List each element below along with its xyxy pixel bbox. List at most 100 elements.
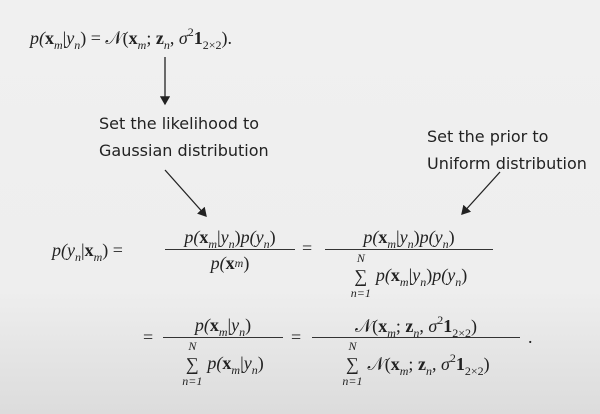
math-token: n xyxy=(407,237,414,251)
math-token: m xyxy=(54,38,63,52)
math-token: | xyxy=(240,353,244,373)
math-token: | xyxy=(81,240,85,260)
fraction-bar xyxy=(312,337,520,338)
math-token: n xyxy=(239,325,246,339)
math-token: | xyxy=(62,28,67,48)
sum-symbol: ∑ xyxy=(346,354,359,374)
math-token: y xyxy=(243,353,252,373)
sum-symbol: ∑ xyxy=(354,266,368,286)
math-token: n xyxy=(442,237,449,251)
math-token: m xyxy=(399,275,409,289)
math-token: 2 xyxy=(449,350,456,365)
math-token: n xyxy=(413,326,420,340)
math-token: p( xyxy=(419,227,435,247)
math-token: y xyxy=(220,227,229,247)
math-token: , xyxy=(431,353,441,374)
math-token: | xyxy=(396,227,400,247)
likelihood-arrow-icon xyxy=(164,169,207,217)
math-token: p( xyxy=(210,253,226,273)
fraction-bar xyxy=(165,249,295,250)
math-token: y xyxy=(66,28,75,48)
math-token: n xyxy=(425,363,432,378)
math-token: x xyxy=(390,265,400,285)
math-token: m xyxy=(208,237,218,251)
math-token: ) xyxy=(269,227,276,247)
prior-arrow-icon xyxy=(461,171,501,215)
denominator: N∑n=1 p(xm|yn) xyxy=(182,340,263,388)
math-token: | xyxy=(408,265,413,285)
annotation-line: Gaussian distribution xyxy=(99,141,269,160)
likelihood-equation: p(xm|yn) = 𝒩(xm; zn, σ212×2). xyxy=(30,26,232,51)
math-token: n xyxy=(420,275,427,289)
math-token: ) xyxy=(234,227,241,247)
math-token: p( xyxy=(375,265,391,285)
summation: N∑n=1 xyxy=(342,340,362,388)
math-token: m xyxy=(218,325,228,339)
math-token: y xyxy=(434,227,443,247)
math-token: x xyxy=(378,316,388,336)
math-token: 1 xyxy=(455,353,465,374)
math-token: 𝒩( xyxy=(354,316,379,336)
math-token: n xyxy=(228,237,235,251)
math-token: ) xyxy=(243,253,250,273)
numerator: p(xm|yn)p(yn) xyxy=(180,226,279,251)
math-token: 2 xyxy=(437,313,444,327)
posterior-lhs: p(yn|xm) = xyxy=(52,239,123,263)
math-token: ; xyxy=(395,316,406,336)
math-token: y xyxy=(447,265,456,285)
sum-symbol: ∑ xyxy=(185,354,199,374)
numerator: p(xm|yn) xyxy=(191,314,255,339)
math-token: y xyxy=(255,227,264,247)
math-token: y xyxy=(412,265,421,285)
math-token: n xyxy=(75,250,81,264)
math-token: ) = xyxy=(102,240,123,260)
math-token: x xyxy=(222,353,232,373)
math-token: p( xyxy=(207,353,223,373)
math-token: ) xyxy=(471,316,478,336)
math-token: n xyxy=(455,275,462,289)
math-token: ) xyxy=(413,227,420,247)
sum-upper: N xyxy=(356,251,365,265)
annotation-line: Uniform distribution xyxy=(427,154,587,173)
math-token: x xyxy=(45,28,54,48)
math-token: ) = 𝒩( xyxy=(80,28,129,48)
summation: N∑n=1 xyxy=(351,252,371,300)
denominator: N∑n=1 𝒩(xm; zn, σ212×2) xyxy=(342,340,489,388)
denominator: N∑n=1 p(xm|yn)p(yn) xyxy=(351,252,467,300)
math-token: x xyxy=(199,227,209,247)
math-token: x xyxy=(225,253,235,273)
math-token: p( xyxy=(240,227,256,247)
math-token: x xyxy=(378,227,388,247)
math-token: x xyxy=(128,28,138,48)
sum-lower: n=1 xyxy=(342,374,363,388)
gaussian-fraction: 𝒩(xm; zn, σ212×2) N∑n=1 𝒩(xm; zn, σ212×2… xyxy=(312,314,520,388)
likelihood-fraction: p(xm|yn) N∑n=1 p(xm|yn) xyxy=(163,314,283,388)
fraction-bar xyxy=(325,249,493,250)
prior-annotation: Set the prior to Uniform distribution xyxy=(427,123,587,177)
math-token: ). xyxy=(221,28,233,48)
math-token: 2×2 xyxy=(452,326,472,340)
math-token: 𝒩( xyxy=(367,353,391,374)
math-token: y xyxy=(231,315,240,335)
sum-term: p(xm|yn)p(yn) xyxy=(376,264,467,288)
math-token: 2 xyxy=(187,25,194,39)
annotation-line: Set the likelihood to xyxy=(99,114,260,133)
equals-sign: = xyxy=(291,327,302,347)
math-token: σ xyxy=(428,316,438,336)
math-token: , xyxy=(169,28,179,48)
math-token: ) xyxy=(426,265,433,285)
math-token: z xyxy=(417,353,426,374)
math-token: σ xyxy=(440,353,450,374)
math-token: m xyxy=(387,237,397,251)
math-token: ) xyxy=(257,353,264,373)
math-token: 2×2 xyxy=(202,38,222,52)
math-token: n xyxy=(74,38,81,52)
math-token: ) xyxy=(461,265,468,285)
math-token: y xyxy=(67,240,75,260)
fraction-bar xyxy=(163,337,283,338)
math-token: 1 xyxy=(443,316,453,336)
numerator: 𝒩(xm; zn, σ212×2) xyxy=(351,313,481,340)
math-token: z xyxy=(155,28,164,48)
